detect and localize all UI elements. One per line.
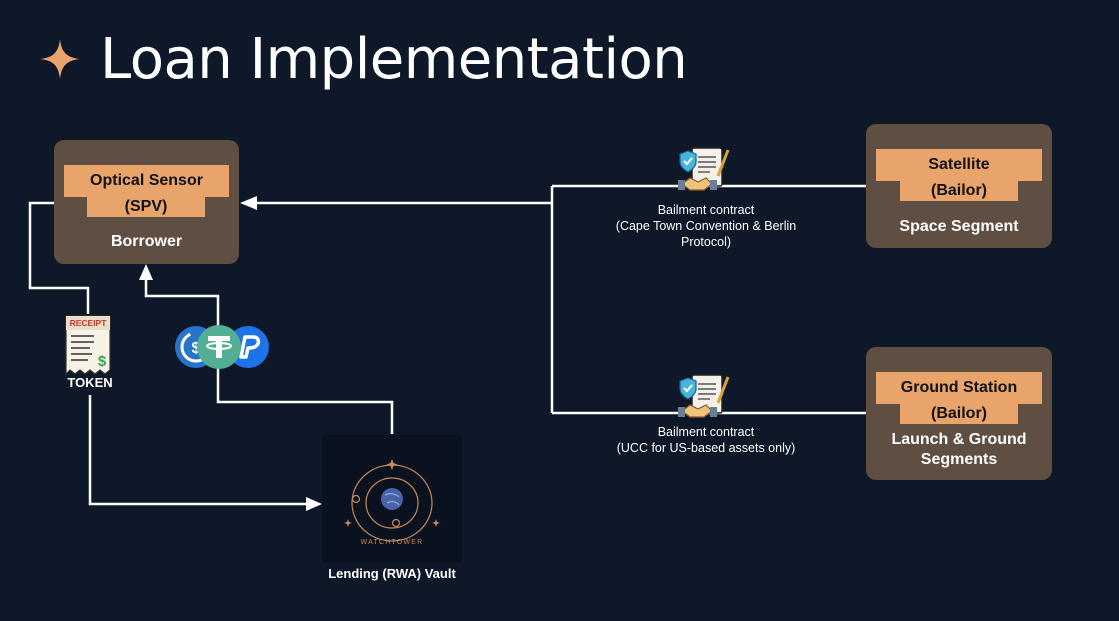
contract-top-caption: Bailment contract (Cape Town Convention … [586,202,826,250]
ground-tag-top: Ground Station [876,372,1042,404]
contract-top-line2: (Cape Town Convention & Berlin [615,219,797,233]
borrower-role: Borrower [110,233,183,250]
contract-handshake-icon [678,374,730,418]
ground-segment-line2: Segments [920,451,998,468]
arrow-to-vault [306,497,322,511]
satellite-card: Satellite (Bailor) Space Segment [866,124,1052,248]
contract-top-line3: Protocol) [680,235,732,249]
vault-to-coins-line [216,368,394,434]
receipt-icon: RECEIPT $ [65,315,111,376]
borrower-to-receipt-line [28,201,90,314]
borrower-tag-line2: (SPV) [124,198,168,215]
receipt-header: RECEIPT [70,318,108,328]
svg-text:$: $ [192,340,201,357]
vault-label: Lending (RWA) Vault [328,566,456,581]
tether-coin-icon [197,325,241,369]
receipt-to-vault-line [88,395,308,506]
contract-top-line1: Bailment contract [657,203,755,217]
page-title: Loan Implementation [100,26,688,92]
satellite-segment: Space Segment [899,218,1019,235]
contract-bottom-line2: (UCC for US-based assets only) [616,441,796,455]
satellite-tag-line1: Satellite [928,156,990,173]
borrower-tag-bottom: (SPV) [87,197,205,217]
coins-to-borrower-line [144,280,220,326]
ground-tag-line1: Ground Station [900,379,1018,396]
vault-logo-panel: WATCHTOWER [322,435,462,562]
ground-segment-line1: Launch & Ground [891,431,1027,448]
borrower-tag-top: Optical Sensor [64,165,229,197]
receipt-dollar: $ [98,353,107,370]
arrow-to-borrower [240,196,257,210]
contract-handshake-icon [678,147,730,191]
satellite-tag-line2: (Bailor) [931,182,987,199]
borrower-card: Optical Sensor (SPV) Borrower [54,140,239,264]
ground-tag-bottom: (Bailor) [900,404,1018,424]
satellite-tag-top: Satellite [876,149,1042,181]
contract-bottom-line1: Bailment contract [657,425,755,439]
contract-bottom-caption: Bailment contract (UCC for US-based asse… [586,424,826,456]
title-bar: Loan Implementation [38,26,688,92]
receipt-token-label: TOKEN [67,375,113,390]
ground-card: Ground Station (Bailor) Launch & Ground … [866,347,1052,480]
satellite-tag-bottom: (Bailor) [900,181,1018,201]
sparkle-icon [40,39,80,79]
ground-tag-line2: (Bailor) [931,405,987,422]
watchtower-logo-icon: WATCHTOWER [344,459,440,546]
arrow-up-borrower [139,264,153,280]
borrower-tag-line1: Optical Sensor [90,172,203,189]
watchtower-logo-text: WATCHTOWER [361,539,424,546]
